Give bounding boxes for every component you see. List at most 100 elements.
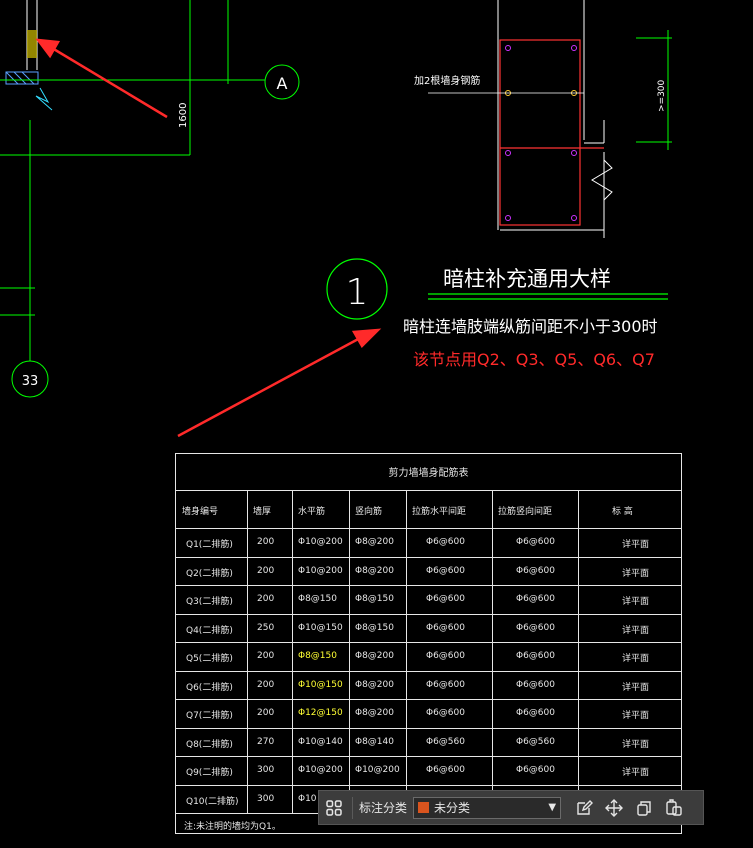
table-cell: Φ6@600: [426, 565, 465, 576]
left-wall-detail: [5, 0, 53, 111]
table-cell: 200: [257, 708, 275, 718]
table-cell: Φ6@600: [516, 594, 555, 604]
table-cell: 详平面: [622, 768, 650, 778]
grid-icon[interactable]: [319, 793, 349, 823]
table-header-cell: 墙身编号: [182, 507, 219, 517]
table-cell: Φ10@200: [355, 765, 400, 775]
table-cell: Φ8@200: [355, 651, 394, 661]
table-divider: [176, 585, 681, 586]
table-cell: Φ8@150: [298, 594, 337, 604]
table-cell: 200: [257, 679, 275, 690]
annotation-arrows: [35, 38, 382, 438]
table-cell: 详平面: [622, 540, 650, 550]
table-divider: [176, 670, 681, 672]
table-column-divider: [349, 490, 350, 813]
table-cell: 详平面: [622, 625, 650, 636]
table-cell: Φ8@200: [355, 565, 394, 576]
copy-icon[interactable]: [629, 793, 659, 823]
column-detail: [428, 0, 672, 238]
table-cell: 300: [257, 793, 275, 804]
table-header-cell: 拉筋竖向间距: [498, 507, 553, 517]
table-cell: Φ6@600: [426, 594, 465, 604]
table-column-divider: [292, 490, 293, 813]
table-cell: 详平面: [622, 739, 650, 750]
table-cell: Φ8@140: [355, 736, 394, 747]
table-cell: Φ6@600: [516, 765, 555, 775]
toolbar-separator: [352, 796, 353, 819]
table-cell: Φ12@150: [298, 708, 343, 718]
table-cell: Φ8@150: [298, 651, 337, 661]
table-cell: Φ10@140: [298, 736, 343, 747]
table-cell: Φ8@200: [355, 708, 394, 718]
table-cell: 详平面: [622, 568, 650, 579]
table-cell: Φ8@150: [355, 622, 394, 633]
table-cell: Φ6@600: [516, 708, 555, 718]
edit-icon[interactable]: [569, 793, 599, 823]
table-cell: Φ10@200: [298, 537, 343, 547]
table-cell: Q1(二排筋): [186, 540, 233, 550]
table-cell: Q2(二排筋): [186, 568, 233, 579]
table-divider: [176, 727, 681, 729]
table-divider: [176, 642, 681, 643]
chevron-down-icon: ▼: [548, 802, 557, 813]
table-cell: 200: [257, 537, 275, 547]
table-cell: Φ8@200: [355, 679, 394, 690]
detail-number: 1: [346, 272, 369, 313]
table-cell: 200: [257, 594, 275, 604]
table-cell: Φ6@560: [516, 736, 555, 747]
detail-title: 暗柱补充通用大样: [443, 267, 611, 291]
table-column-divider: [492, 490, 493, 813]
table-cell: 详平面: [622, 597, 650, 607]
table-cell: Q6(二排筋): [186, 682, 233, 693]
category-label: 标注分类: [359, 801, 408, 815]
table-cell: Φ6@600: [426, 622, 465, 633]
table-cell: Φ8@150: [355, 594, 394, 604]
table-divider: [176, 756, 681, 757]
table-column-divider: [247, 490, 248, 813]
table-cell: Q9(二排筋): [186, 768, 233, 778]
table-cell: Φ6@600: [426, 651, 465, 661]
table-cell: Φ6@600: [426, 708, 465, 718]
table-header-cell: 墙厚: [253, 507, 272, 517]
table-divider: [176, 490, 681, 491]
table-cell: Φ6@600: [516, 651, 555, 661]
table-title: 剪力墙墙身配筋表: [388, 468, 469, 479]
dimension-1600: 1600: [178, 103, 189, 128]
table-cell: 200: [257, 565, 275, 576]
table-divider: [176, 699, 681, 700]
paste-icon[interactable]: [659, 793, 689, 823]
table-cell: Q5(二排筋): [186, 654, 233, 664]
table-cell: Q4(二排筋): [186, 625, 233, 636]
table-cell: Φ6@600: [426, 679, 465, 690]
table-cell: Φ6@600: [426, 765, 465, 775]
table-column-divider: [406, 490, 407, 813]
table-column-divider: [578, 490, 579, 813]
table-cell: Φ10@200: [298, 765, 343, 775]
table-header-cell: 标 高: [612, 507, 633, 517]
table-cell: Q7(二排筋): [186, 711, 233, 721]
table-cell: 300: [257, 765, 275, 775]
table-cell: Q3(二排筋): [186, 597, 233, 607]
detail-note: 暗柱连墙肢端纵筋间距不小于300时: [403, 317, 658, 336]
move-icon[interactable]: [599, 793, 629, 823]
table-cell: 详平面: [622, 654, 650, 664]
table-divider: [176, 613, 681, 615]
table-cell: Φ6@600: [516, 565, 555, 576]
rebar-label: 加2根墙身钢筋: [414, 74, 480, 87]
table-cell: Φ10: [298, 793, 317, 804]
table-divider: [176, 556, 681, 558]
table-cell: Φ10@150: [298, 622, 343, 633]
detail-scope: 该节点用Q2、Q3、Q5、Q6、Q7: [413, 350, 655, 369]
category-color-swatch: [418, 802, 430, 813]
table-cell: Φ6@600: [516, 622, 555, 633]
category-select[interactable]: 未分类 ▼: [413, 796, 562, 819]
detail-marker: [326, 258, 668, 320]
table-cell: Q10(二排筋): [186, 796, 239, 807]
table-cell: Φ6@560: [426, 736, 465, 747]
table-divider: [176, 784, 681, 786]
table-cell: Q8(二排筋): [186, 739, 233, 750]
axis-a-label: A: [277, 74, 288, 93]
table-cell: Φ6@600: [516, 537, 555, 547]
